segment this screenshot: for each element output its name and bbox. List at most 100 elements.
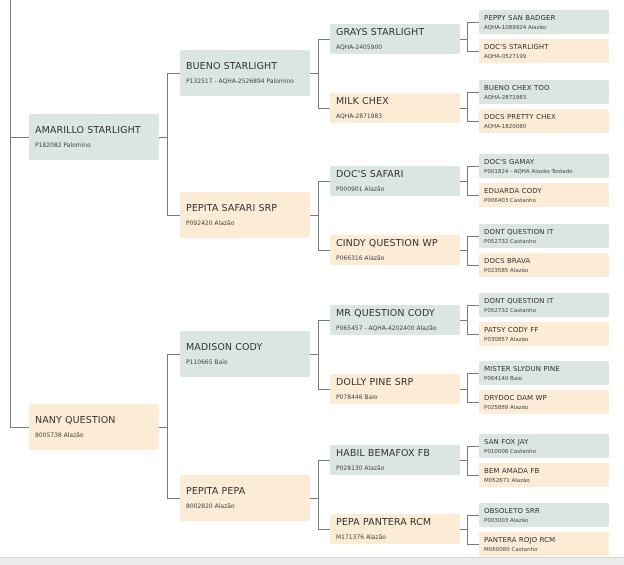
horse-name: MILK CHEX: [336, 96, 389, 107]
connector-line: [467, 22, 468, 52]
connector-line: [467, 446, 468, 476]
connector-line: [318, 389, 330, 390]
horse-registration: P001824 - AQHA Alazão Tostado: [484, 168, 573, 175]
horse-registration: 8002820 Alazão: [186, 503, 235, 510]
horse-registration: P182082 Palomino: [35, 142, 91, 149]
connector-line: [467, 121, 479, 122]
horse-registration: M052671 Alazão: [484, 477, 530, 484]
horse-registration: P025889 Alazão: [484, 404, 529, 411]
connector-line: [467, 475, 479, 476]
connector-line: [467, 446, 479, 447]
connector-line: [167, 354, 168, 499]
connector-line: [460, 39, 467, 40]
horse-name: PATSY CODY FF: [484, 325, 539, 334]
horse-name: DONT QUESTION IT: [484, 227, 554, 236]
horse-registration: P023585 Alazão: [484, 267, 529, 274]
horse-registration: P052732 Castanho: [484, 307, 537, 314]
horizontal-scrollbar[interactable]: [0, 557, 624, 565]
horse-card-g2-3[interactable]: MADISON CODY P110665 Baio: [180, 331, 310, 377]
horse-card-g2-4[interactable]: PEPITA PEPA 8002820 Alazão: [180, 475, 310, 521]
connector-line: [467, 236, 479, 237]
horse-card-g1-1[interactable]: AMARILLO STARLIGHT P182082 Palomino: [29, 114, 159, 160]
connector-line: [318, 39, 319, 109]
connector-line: [467, 305, 468, 335]
connector-line: [159, 137, 167, 138]
horse-registration: AQHA-0527199: [484, 53, 527, 60]
connector-line: [318, 181, 319, 251]
horse-name: DOC'S SAFARI: [336, 169, 404, 180]
connector-line: [10, 283, 11, 428]
connector-line: [467, 166, 479, 167]
horse-registration: AQHA-2871983: [484, 94, 527, 101]
connector-line: [467, 265, 479, 266]
horse-name: NANY QUESTION: [35, 415, 116, 426]
connector-line: [467, 402, 479, 403]
connector-line: [310, 498, 318, 499]
horse-registration: P006403 Castanho: [484, 197, 537, 204]
horse-name: DRYDOC DAM WP: [484, 393, 547, 402]
horse-card-g4-5[interactable]: DOC'S GAMAY P001824 - AQHA Alazão Tostado: [479, 154, 609, 178]
connector-line: [318, 460, 330, 461]
horse-name: AMARILLO STARLIGHT: [35, 125, 141, 136]
horse-card-g3-8[interactable]: PEPA PANTERA RCM M171376 Alazão: [330, 514, 460, 544]
connector-line: [159, 427, 167, 428]
horse-name: MR QUESTION CODY: [336, 308, 435, 319]
connector-line: [460, 320, 467, 321]
connector-line: [318, 108, 330, 109]
horse-registration: P110665 Baio: [186, 359, 228, 366]
connector-line: [318, 529, 330, 530]
connector-line: [460, 181, 467, 182]
connector-line: [310, 215, 318, 216]
connector-line: [467, 515, 468, 545]
connector-line: [467, 51, 479, 52]
horse-registration: P078446 Baio: [336, 394, 378, 401]
horse-name: MISTER SLYDUN PINE: [484, 364, 560, 373]
horse-registration: AQHA-1820080: [484, 123, 527, 130]
connector-line: [467, 92, 479, 93]
horse-registration: AQHA-1089924 Alazão: [484, 24, 547, 31]
connector-line: [318, 181, 330, 182]
horse-name: CINDY QUESTION WP: [336, 238, 438, 249]
horse-registration: M171376 Alazão: [336, 534, 386, 541]
connector-line: [310, 354, 318, 355]
connector-line: [167, 498, 180, 499]
horse-name: PEPA PANTERA RCM: [336, 517, 432, 528]
horse-name: GRAYS STARLIGHT: [336, 27, 425, 38]
connector-line: [460, 250, 467, 251]
connector-line: [467, 373, 468, 403]
horse-registration: P003003 Alazão: [484, 517, 529, 524]
horse-card-g4-12[interactable]: DRYDOC DAM WP P025889 Alazão: [479, 390, 609, 414]
horse-name: MADISON CODY: [186, 342, 263, 353]
horse-registration: P010006 Castanho: [484, 448, 537, 455]
connector-line: [467, 373, 479, 374]
connector-line: [467, 334, 479, 335]
connector-line: [318, 39, 330, 40]
horse-name: PEPITA PEPA: [186, 486, 246, 497]
horse-name: EDUARDA CODY: [484, 186, 542, 195]
horse-card-g4-6[interactable]: EDUARDA CODY P006403 Castanho: [479, 183, 609, 207]
horse-name: DOC'S GAMAY: [484, 157, 535, 166]
